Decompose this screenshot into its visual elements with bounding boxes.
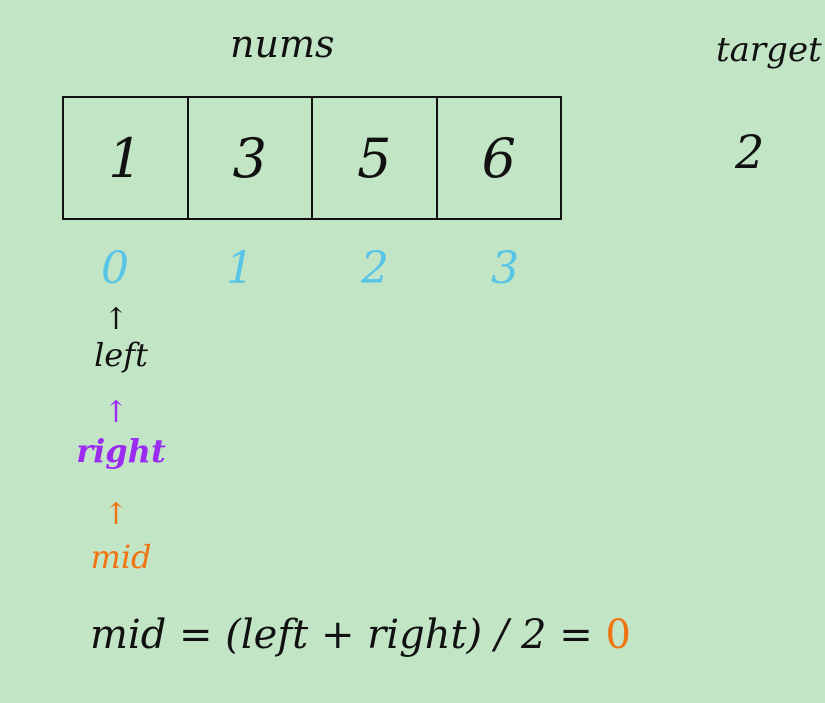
left-arrow-icon: ↑	[103, 302, 129, 337]
right-pointer-label: right	[76, 432, 166, 470]
array-cell-3: 6	[438, 98, 562, 218]
mid-arrow-icon: ↑	[103, 497, 129, 532]
array-cell-0: 1	[64, 98, 189, 218]
formula-result: 0	[605, 612, 631, 658]
index-label-2: 2	[361, 243, 389, 294]
array-cell-2: 5	[313, 98, 438, 218]
right-arrow-icon: ↑	[103, 395, 129, 430]
formula-expression: mid = (left + right) / 2 =	[90, 612, 593, 658]
mid-formula: mid = (left + right) / 2 = 0	[90, 612, 631, 658]
index-label-3: 3	[491, 243, 519, 294]
array-box: 1 3 5 6	[62, 96, 562, 220]
array-title: nums	[230, 22, 335, 66]
index-label-1: 1	[226, 243, 254, 294]
left-pointer-label: left	[94, 336, 148, 374]
index-label-0: 0	[101, 243, 129, 294]
mid-pointer-label: mid	[90, 538, 152, 576]
target-label: target	[716, 30, 822, 70]
target-value: 2	[735, 125, 765, 179]
array-cell-1: 3	[189, 98, 313, 218]
